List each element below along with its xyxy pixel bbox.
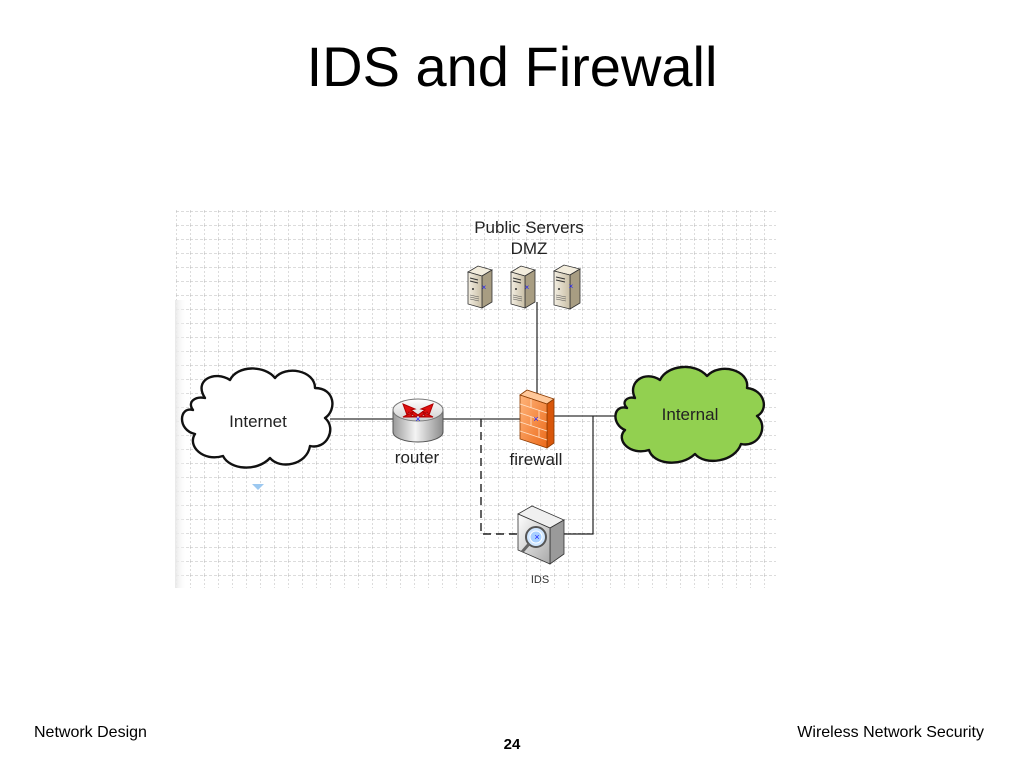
ids-label: IDS: [530, 574, 550, 586]
server-tower-icon: ×: [510, 265, 536, 309]
router-icon: ×: [392, 398, 444, 443]
svg-text:×: ×: [569, 282, 574, 291]
svg-text:×: ×: [534, 532, 539, 542]
dmz-label-line1: Public Servers: [474, 218, 584, 237]
footer-right-text: Wireless Network Security: [797, 724, 984, 741]
internet-cloud-icon: [180, 367, 334, 469]
footer-left-text: Network Design: [34, 724, 147, 741]
selection-handle-icon: [252, 484, 264, 490]
dmz-label-line2: DMZ: [510, 239, 548, 258]
firewall-brick-icon: ×: [519, 389, 555, 449]
ids-magnifier-icon: ×: [517, 505, 565, 565]
connections: [330, 302, 621, 535]
slide-title: IDS and Firewall: [306, 35, 718, 98]
link-ids-internal: [563, 416, 594, 535]
firewall-label: firewall: [509, 450, 563, 469]
internet-label: Internet: [229, 412, 287, 431]
router-label: router: [394, 448, 440, 467]
server-tower-icon: ×: [552, 264, 582, 310]
svg-text:×: ×: [482, 283, 487, 292]
svg-text:×: ×: [533, 414, 538, 424]
internal-cloud-icon: [614, 365, 766, 464]
dmz-servers: × × ×: [467, 264, 582, 310]
network-diagram: × × ×: [175, 210, 776, 588]
svg-text:×: ×: [525, 283, 530, 292]
page-number: 24: [503, 736, 521, 753]
svg-text:×: ×: [415, 414, 420, 424]
left-shadow: [175, 300, 187, 588]
server-tower-icon: ×: [467, 265, 493, 309]
internal-label: Internal: [661, 405, 719, 424]
